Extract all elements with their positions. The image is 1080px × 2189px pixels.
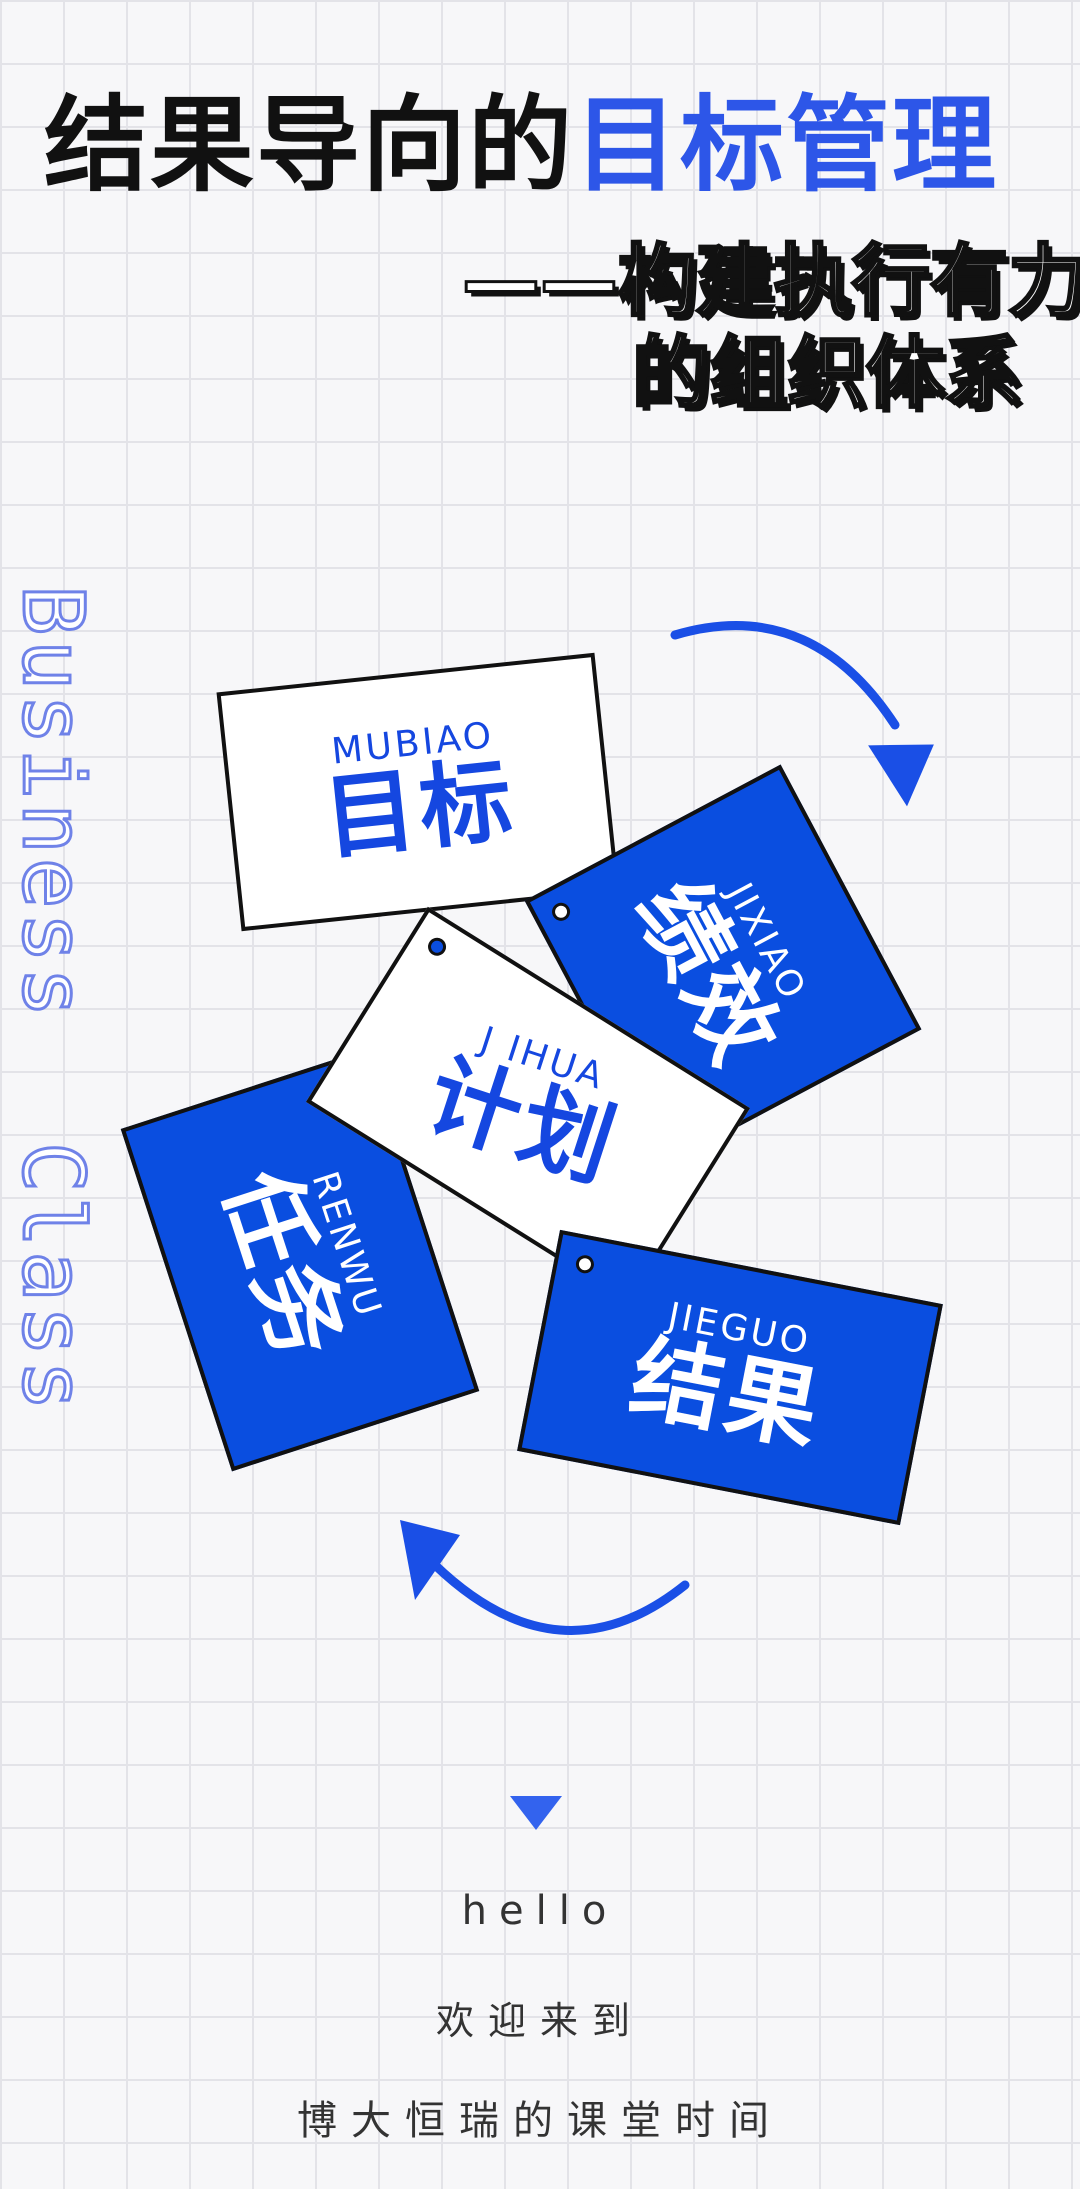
subtitle-line-1: ——构建执行有力 — [460, 236, 1080, 329]
hello-text: hello — [461, 1888, 619, 1934]
title-black-part: 结果导向的 — [44, 84, 575, 206]
card-hole-icon — [548, 899, 574, 924]
side-vertical-text: BusinessClass — [3, 584, 104, 1416]
title-blue-part: 目标管理 — [574, 84, 999, 206]
curved-arrow-icon — [400, 1520, 690, 1635]
subtitle: ——构建执行有力 的组织体系 — [460, 236, 1080, 421]
page-title: 结果导向的目标管理 — [44, 88, 1044, 202]
classroom-text: 博大恒瑞的课堂时间 — [297, 2098, 783, 2144]
curved-arrow-icon — [670, 621, 934, 807]
card-jieguo: JIEGUO 结果 — [517, 1229, 943, 1526]
triangle-marker-icon — [510, 1796, 562, 1830]
side-word-business: Business — [3, 584, 104, 1024]
card-hole-icon — [424, 934, 450, 960]
subtitle-line-2: 的组织体系 — [630, 328, 1023, 421]
card-hole-icon — [574, 1253, 596, 1275]
side-word-class: Class — [3, 1140, 104, 1416]
welcome-text: 欢迎来到 — [435, 1999, 644, 2043]
card-hanzi: 目标 — [318, 745, 521, 873]
